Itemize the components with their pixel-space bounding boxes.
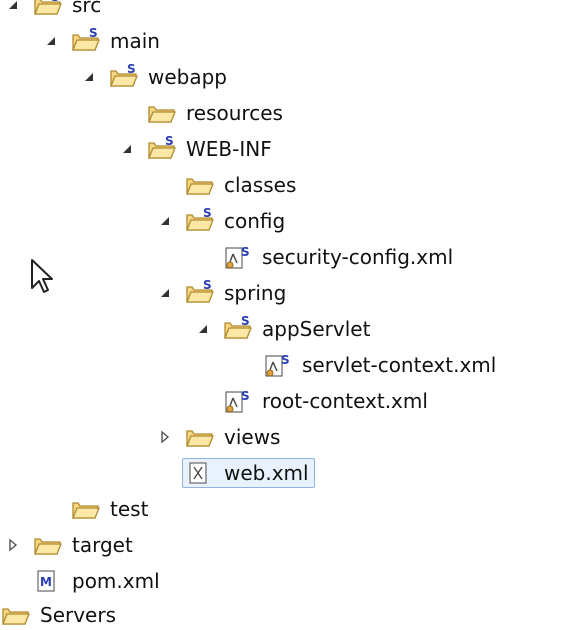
source-folder-icon: S xyxy=(185,280,215,306)
tree-item-label: src xyxy=(72,0,102,17)
tree-item-content[interactable]: target xyxy=(30,530,139,560)
tree-item-label: WEB-INF xyxy=(186,137,272,161)
expand-arrow-icon[interactable] xyxy=(196,322,210,336)
tree-item-label: root-context.xml xyxy=(262,389,428,413)
folder-icon xyxy=(185,172,215,198)
source-folder-icon: S xyxy=(223,316,253,342)
source-folder-icon: S xyxy=(147,136,177,162)
expand-arrow-icon[interactable] xyxy=(6,0,20,12)
tree-item[interactable]: web.xml xyxy=(158,458,315,488)
source-folder-icon: S xyxy=(109,64,139,90)
tree-item-content[interactable]: test xyxy=(68,494,154,524)
tree-item[interactable]: views xyxy=(158,422,286,452)
tree-item-label: config xyxy=(224,209,286,233)
mouse-pointer-icon xyxy=(31,259,53,293)
collapse-arrow-icon[interactable] xyxy=(158,430,172,444)
tree-item[interactable]: Servers xyxy=(0,600,122,630)
svg-text:S: S xyxy=(241,316,250,328)
folder-icon xyxy=(147,100,177,126)
tree-item-label: web.xml xyxy=(224,461,309,485)
tree-item-content[interactable]: views xyxy=(182,422,286,452)
expand-arrow-icon[interactable] xyxy=(120,142,134,156)
svg-text:S: S xyxy=(127,64,136,76)
tree-item-label: spring xyxy=(224,281,287,305)
expand-arrow-icon[interactable] xyxy=(158,286,172,300)
svg-text:M: M xyxy=(40,575,52,589)
svg-text:S: S xyxy=(89,28,98,40)
tree-item-content[interactable]: resources xyxy=(144,98,289,128)
xml-file-icon xyxy=(185,460,215,486)
folder-icon xyxy=(71,496,101,522)
tree-item-label: pom.xml xyxy=(72,569,160,593)
tree-item-label: views xyxy=(224,425,281,449)
source-folder-icon: S xyxy=(33,0,63,18)
tree-item[interactable]: Ssrc xyxy=(6,0,107,20)
tree-item-label: webapp xyxy=(148,65,228,89)
spring-xml-icon: S xyxy=(263,352,293,378)
svg-text:S: S xyxy=(51,0,60,4)
tree-item-label: servlet-context.xml xyxy=(302,353,497,377)
tree-item[interactable]: classes xyxy=(158,170,302,200)
expand-arrow-icon[interactable] xyxy=(44,34,58,48)
tree-item-label: classes xyxy=(224,173,297,197)
tree-item-label: Servers xyxy=(40,603,117,627)
tree-item-content[interactable]: S WEB-INF xyxy=(144,134,278,164)
tree-item[interactable]: target xyxy=(6,530,139,560)
tree-item-content[interactable]: classes xyxy=(182,170,302,200)
folder-icon xyxy=(185,424,215,450)
tree-item-label: main xyxy=(110,29,160,53)
tree-item-content[interactable]: Ssrc xyxy=(30,0,107,20)
tree-item-label: target xyxy=(72,533,133,557)
svg-text:S: S xyxy=(241,245,250,259)
expand-arrow-icon[interactable] xyxy=(82,70,96,84)
tree-item[interactable]: test xyxy=(44,494,154,524)
tree-item-content[interactable]: web.xml xyxy=(182,458,315,488)
svg-text:S: S xyxy=(203,280,212,292)
folder-icon xyxy=(33,532,63,558)
maven-file-icon: M xyxy=(33,568,63,594)
svg-text:S: S xyxy=(241,389,250,403)
spring-xml-icon: S xyxy=(223,388,253,414)
tree-item[interactable]: resources xyxy=(120,98,289,128)
source-folder-icon: S xyxy=(185,208,215,234)
tree-item-label: test xyxy=(110,497,149,521)
svg-text:S: S xyxy=(203,208,212,220)
spring-xml-icon: S xyxy=(223,244,253,270)
svg-text:S: S xyxy=(165,136,174,148)
collapse-arrow-icon[interactable] xyxy=(6,538,20,552)
tree-item[interactable]: S WEB-INF xyxy=(120,134,278,164)
svg-text:S: S xyxy=(281,353,290,367)
source-folder-icon: S xyxy=(71,28,101,54)
tree-item-label: security-config.xml xyxy=(262,245,454,269)
folder-icon xyxy=(1,602,31,628)
tree-item-label: resources xyxy=(186,101,283,125)
tree-item-content[interactable]: Servers xyxy=(0,600,122,630)
expand-arrow-icon[interactable] xyxy=(158,214,172,228)
tree-item-label: appServlet xyxy=(262,317,371,341)
